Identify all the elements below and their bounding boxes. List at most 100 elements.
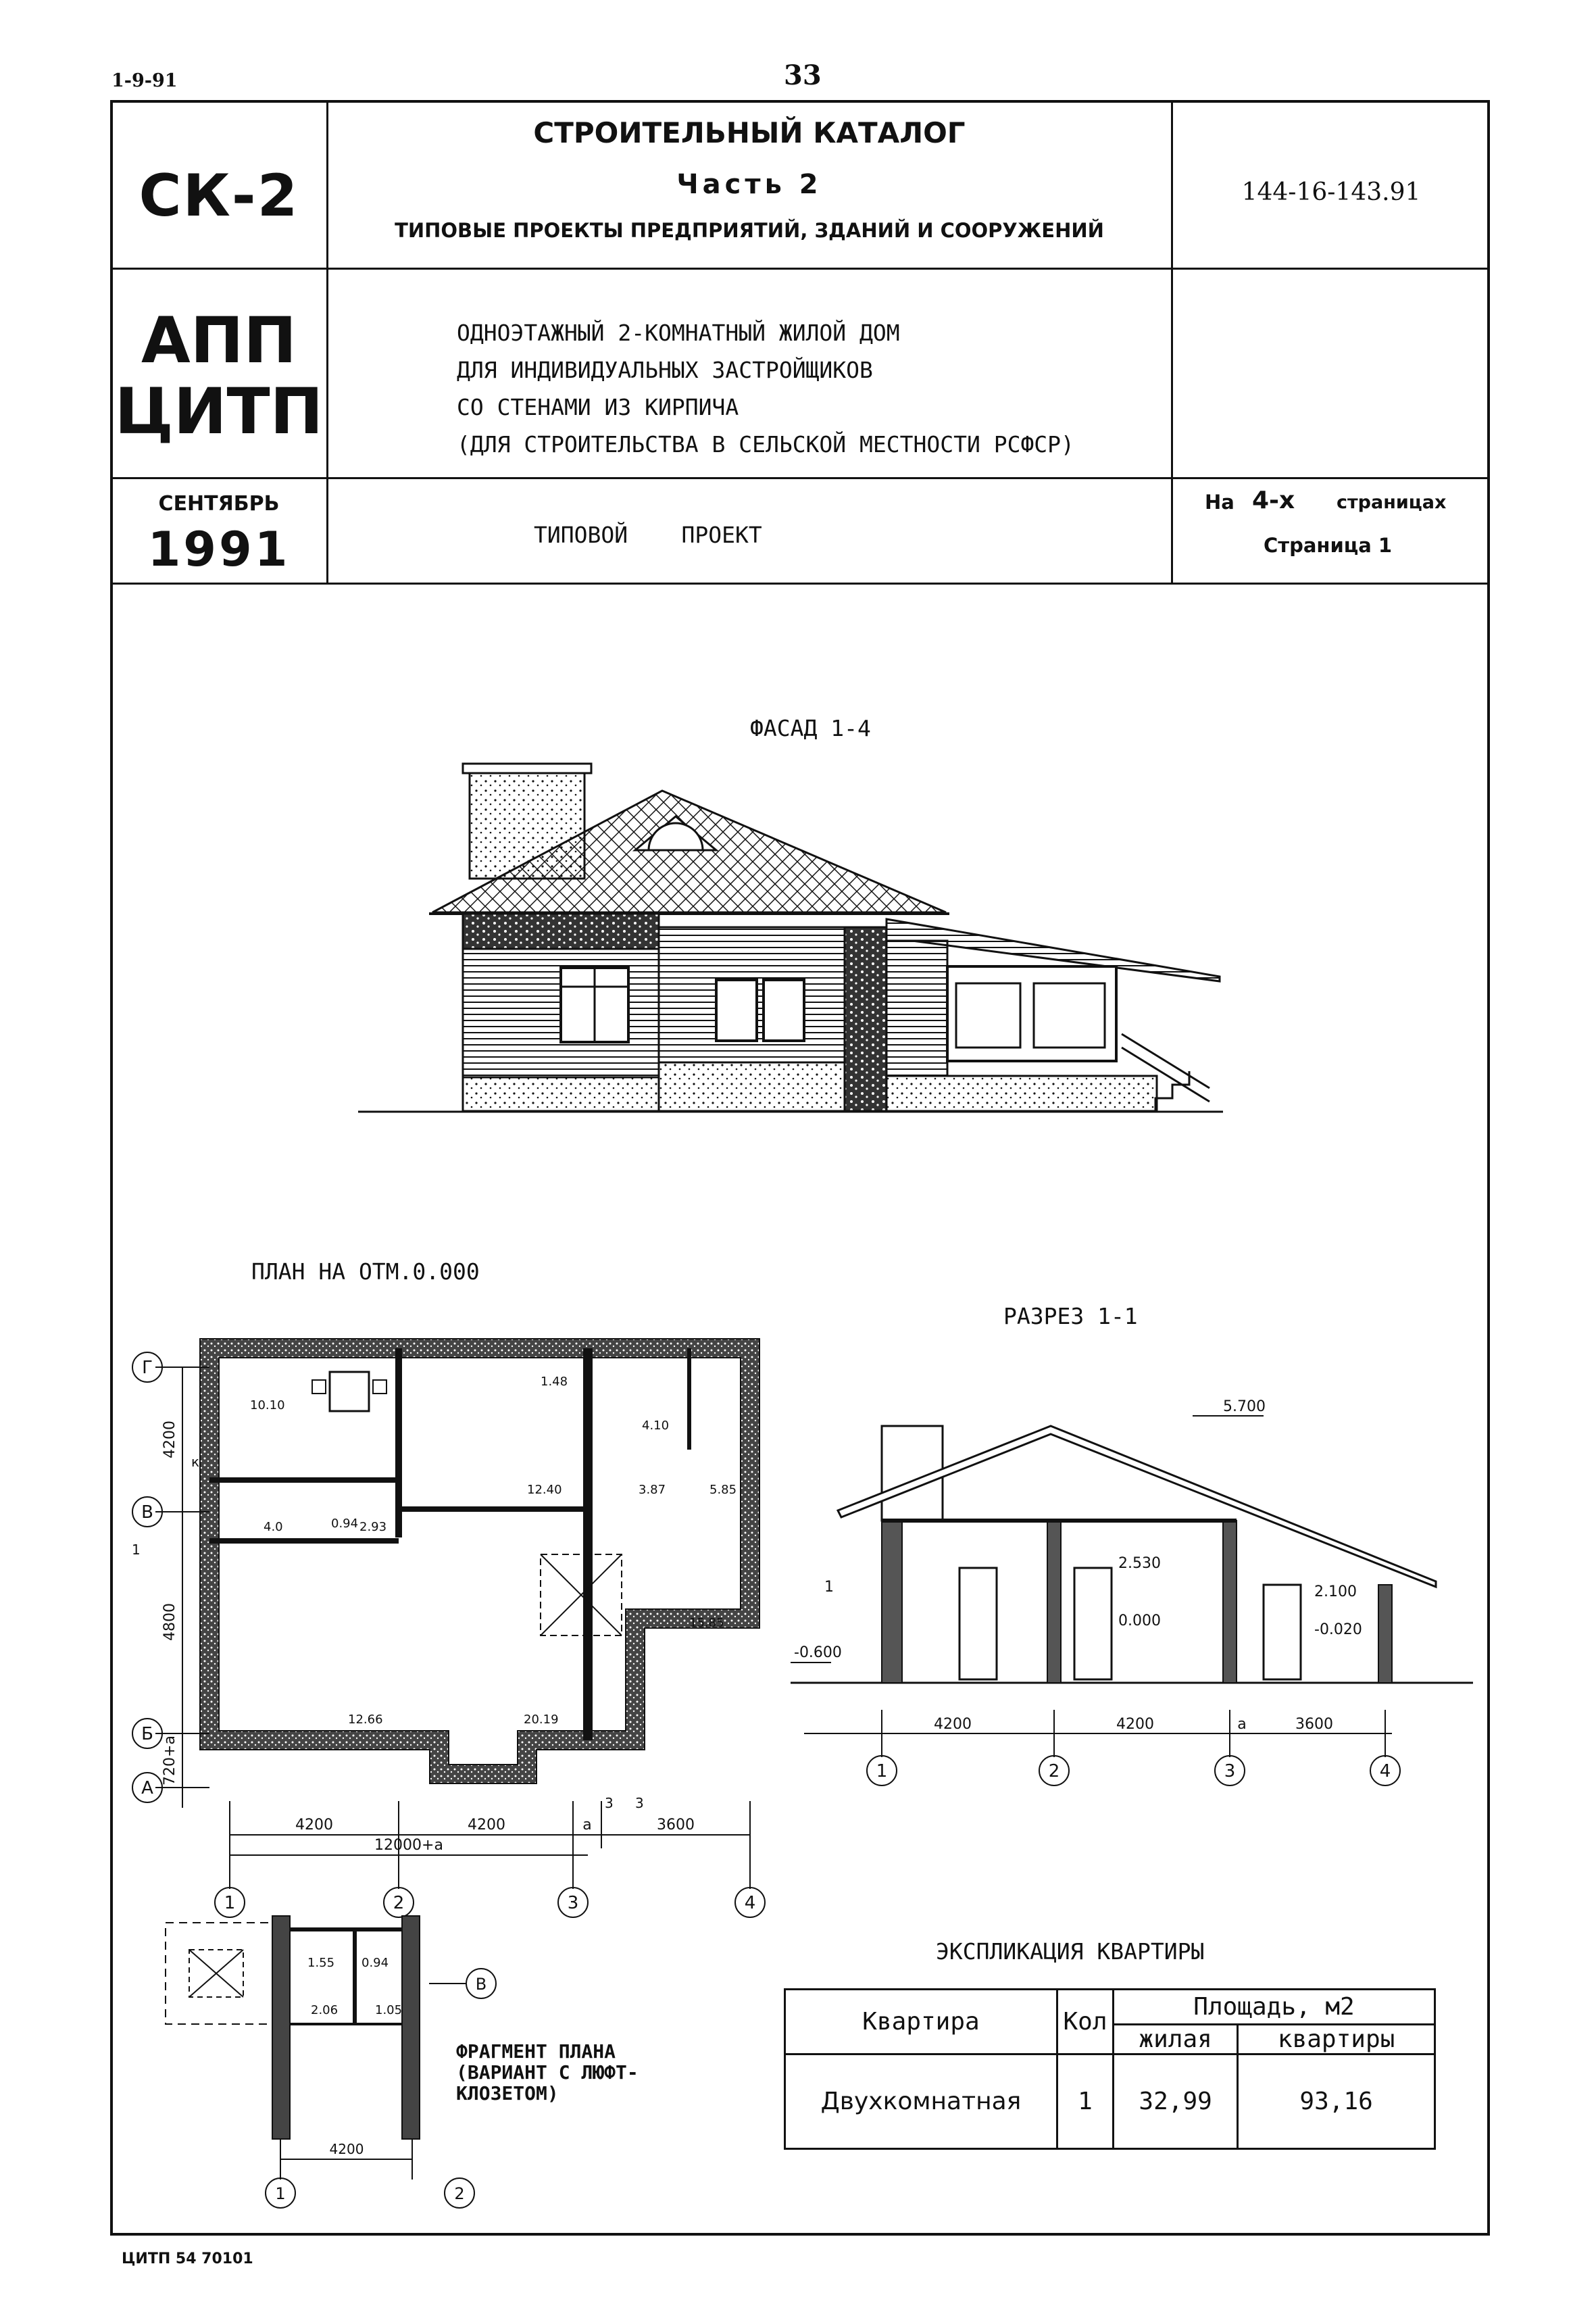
room-area: 0.94 <box>361 1956 389 1970</box>
axis-label: В <box>141 1502 153 1523</box>
project-description: ОДНОЭТАЖНЫЙ 2-КОМНАТНЫЙ ЖИЛОЙ ДОМ ДЛЯ ИН… <box>457 314 1074 463</box>
page-number: 33 <box>784 59 822 91</box>
dimension-label: 4200 <box>468 1817 505 1833</box>
fragment-title: ФРАГМЕНТ ПЛАНА (ВАРИАНТ С ЛЮФТ- КЛОЗЕТОМ… <box>456 2041 639 2104</box>
plan-title: ПЛАН НА ОТМ.0.000 <box>251 1258 480 1285</box>
axis-label: А <box>141 1778 153 1798</box>
section-drawing: 1 2 3 4 4200 4200 a 3600 5.700 2.530 0.0… <box>791 1398 1473 1786</box>
dimension-label: 4800 <box>161 1603 178 1641</box>
footer-code: ЦИТП 54 70101 <box>122 2250 253 2267</box>
room-area: 10.10 <box>250 1398 285 1412</box>
table-row: Двухкомнатная 1 32,99 93,16 <box>784 2053 1436 2150</box>
org-name-line1: АПП <box>141 304 297 378</box>
pages-prefix: На <box>1205 491 1235 514</box>
column-header: квартиры <box>1237 2023 1436 2055</box>
catalog-code: СК-2 <box>139 162 299 230</box>
axis-label: Г <box>142 1358 153 1378</box>
room-area: 5.85 <box>709 1483 737 1497</box>
project-type: ТИПОВОЙ ПРОЕКТ <box>534 522 762 548</box>
section-mark: 1 <box>132 1542 141 1558</box>
table-cell: 1 <box>1056 2053 1114 2150</box>
description-line: ОДНОЭТАЖНЫЙ 2-КОМНАТНЫЙ ЖИЛОЙ ДОМ <box>457 320 900 346</box>
table-header-row: Квартира Кол Площадь, м2 <box>784 1988 1436 2055</box>
dimension-label: 3600 <box>1295 1716 1333 1733</box>
dimension-label: 4200 <box>295 1817 333 1833</box>
level-mark: 2.100 <box>1314 1583 1357 1600</box>
catalog-title: СТРОИТЕЛЬНЫЙ КАТАЛОГ <box>533 116 966 149</box>
pages-suffix: страницах <box>1337 492 1447 513</box>
column-header: Квартира <box>784 1988 1058 2055</box>
dimension-label: 4200 <box>1116 1716 1154 1733</box>
level-mark: 0.000 <box>1118 1613 1161 1629</box>
divider <box>110 583 1490 585</box>
room-area: 15.85 <box>689 1616 724 1630</box>
level-mark: -0.020 <box>1314 1621 1362 1638</box>
room-area: 2.06 <box>311 2003 338 2017</box>
axis-label: 2 <box>393 1893 405 1913</box>
page-label: Страница 1 <box>1264 534 1393 557</box>
plan-axes <box>132 1352 766 1918</box>
plan-fragment: 1 2 В 4200 1.55 0.94 2.06 1.05 <box>165 1915 497 2209</box>
dimension-label: 4200 <box>934 1716 972 1733</box>
axis-label: 2 <box>454 2184 464 2203</box>
table-cell: 93,16 <box>1237 2053 1436 2150</box>
room-area: 3.87 <box>639 1483 666 1497</box>
column-header: Площадь, м2 <box>1112 1988 1436 2025</box>
org-name-line2: ЦИТП <box>114 375 324 449</box>
section-mark: 1 <box>824 1579 834 1596</box>
explication-table: Квартира Кол Площадь, м2 жилая квартиры … <box>784 1988 1436 2150</box>
facade-drawing <box>358 762 1223 1113</box>
room-area: 1.55 <box>307 1956 334 1970</box>
catalog-part-subtitle: ТИПОВЫЕ ПРОЕКТЫ ПРЕДПРИЯТИЙ, ЗДАНИЙ И СО… <box>395 219 1104 242</box>
entry-mark: 3 <box>605 1795 614 1811</box>
fragment-title-line: КЛОЗЕТОМ) <box>456 2082 559 2104</box>
issue-month: СЕНТЯБРЬ <box>158 492 280 516</box>
axis-label: 4 <box>1380 1761 1391 1781</box>
floor-plan: Г В Б А 1 2 3 4 4200 4800 720+a 4200 420… <box>132 1338 766 1918</box>
dimension-label: a <box>582 1817 591 1833</box>
table-cell: Двухкомнатная <box>784 2053 1058 2150</box>
drawing-frame <box>110 100 1490 2236</box>
column-header: жилая <box>1112 2023 1239 2055</box>
axis-label: 4 <box>745 1893 756 1913</box>
description-line: (ДЛЯ СТРОИТЕЛЬСТВА В СЕЛЬСКОЙ МЕСТНОСТИ … <box>457 431 1074 458</box>
column-header: Кол <box>1056 1988 1114 2055</box>
table-header-row: жилая квартиры <box>785 2023 1436 2055</box>
table-cell: 32,99 <box>1112 2053 1239 2150</box>
dimension-label: 4200 <box>161 1421 178 1458</box>
description-line: СО СТЕНАМИ ИЗ КИРПИЧА <box>457 394 739 420</box>
axis-label: 3 <box>568 1893 579 1913</box>
dimension-total: 12000+a <box>374 1837 443 1854</box>
series-code: 1-9-91 <box>111 70 178 91</box>
room-area: 12.66 <box>348 1713 383 1727</box>
room-area: 1.48 <box>541 1375 568 1389</box>
room-area: 4.0 <box>264 1520 283 1534</box>
level-mark: 2.530 <box>1118 1555 1161 1572</box>
facade-title: ФАСАД 1-4 <box>750 715 871 741</box>
dimension-label: 720+a <box>161 1736 178 1786</box>
axis-label: 1 <box>876 1761 888 1781</box>
issue-year: 1991 <box>147 522 291 577</box>
axis-label: Б <box>141 1724 153 1744</box>
level-mark: 5.700 <box>1223 1398 1266 1415</box>
axis-label: 1 <box>224 1893 236 1913</box>
explication-title: ЭКСПЛИКАЦИЯ КВАРТИРЫ <box>936 1938 1205 1965</box>
dimension-label: 3600 <box>657 1817 695 1833</box>
description-line: ДЛЯ ИНДИВИДУАЛЬНЫХ ЗАСТРОЙЩИКОВ <box>457 357 873 383</box>
divider <box>110 268 1490 270</box>
room-area: 20.19 <box>524 1713 559 1727</box>
document-number: 144-16-143.91 <box>1241 178 1421 206</box>
room-area: 4.10 <box>642 1419 669 1433</box>
room-area: 1.05 <box>375 2003 402 2017</box>
axis-label: В <box>476 1975 487 1994</box>
dimension-label: a <box>1237 1716 1246 1733</box>
axis-label: 3 <box>1224 1761 1236 1781</box>
divider <box>326 100 328 584</box>
fragment-title-line: ФРАГМЕНТ ПЛАНА <box>456 2040 616 2063</box>
divider <box>1171 100 1173 584</box>
room-area: 0.94 <box>331 1517 358 1531</box>
section-title: РАЗРЕЗ 1-1 <box>1003 1303 1138 1329</box>
section-mark: к <box>191 1454 199 1470</box>
room-area: 2.93 <box>359 1520 386 1534</box>
axis-label: 1 <box>275 2184 285 2203</box>
